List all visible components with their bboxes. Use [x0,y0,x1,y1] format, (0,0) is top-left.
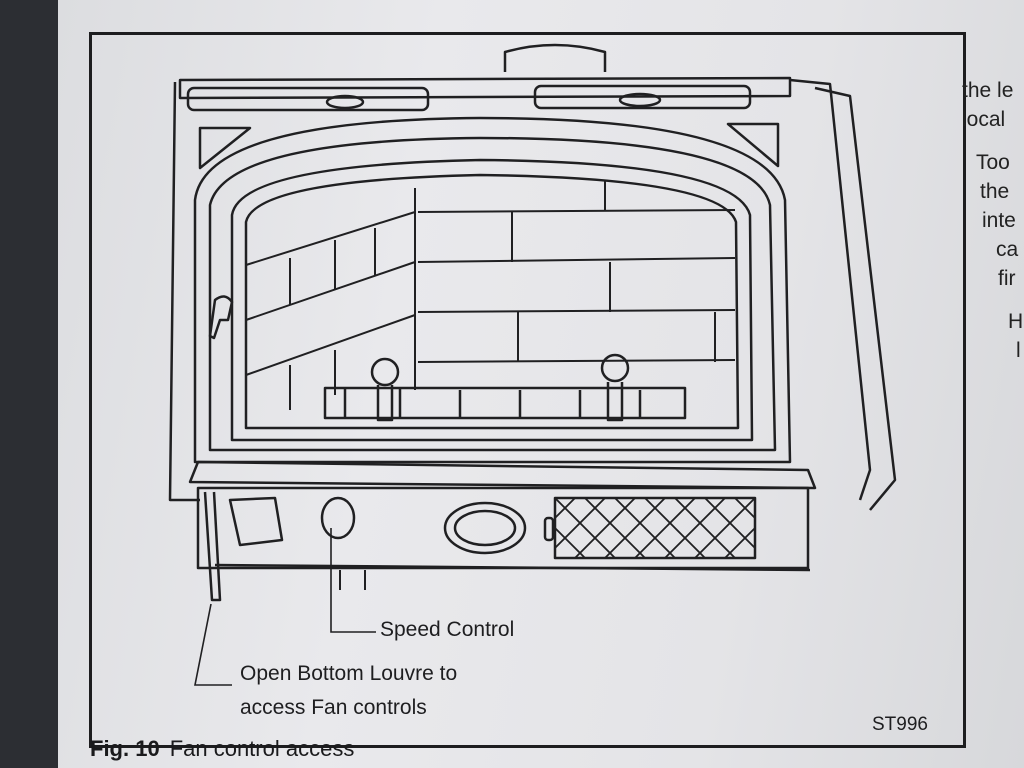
right-gusset [726,122,780,168]
figure-code: ST996 [872,714,928,735]
grille-lattice [554,497,756,559]
base-ledge [188,460,817,490]
air-control-oval [443,501,527,555]
grate [323,386,687,420]
side-line: Too [976,151,1010,174]
right-top-knob [618,92,662,108]
side-panel-right [814,86,897,511]
speed-control-knob [320,496,356,540]
right-hinge-bracket [533,84,752,110]
glass-inner [244,173,740,430]
side-line: the le [962,79,1014,102]
figure-label: Fig. 10 [90,736,160,761]
door-outer [193,116,792,464]
speed-control-leader [330,528,376,633]
side-line: H [1008,310,1024,333]
left-top-knob [325,94,365,110]
adjacent-column-text: the le local Too the inte ca fir H l [962,76,1024,365]
louvre-latch [203,491,222,602]
figure-title: Fan control access [169,736,355,761]
fan-switch [228,496,284,547]
figure-caption: Fig. 10 Fan control access [90,736,354,762]
figure-frame [89,32,966,748]
speed-control-label: Speed Control [380,618,515,641]
flue-collar [503,43,607,72]
side-line: inte [982,209,1016,232]
fan-compartment [196,486,810,570]
left-gusset [198,126,252,170]
stove-right-side [789,78,872,501]
louvre-label-line2: access Fan controls [240,696,427,719]
door-handle [208,295,234,340]
louvre-leader [194,603,232,686]
stove-left-side [168,81,200,502]
side-line: local [962,108,1006,131]
left-hinge-bracket [186,86,430,112]
side-line: the [980,180,1010,203]
side-line: l [1016,339,1021,362]
louvre-label-line1: Open Bottom Louvre to [240,662,458,685]
side-line: ca [996,238,1019,261]
stove-top [178,76,792,100]
door-inner-trim [208,136,777,452]
left-andiron [370,357,400,387]
side-line: fir [998,267,1016,290]
glass-frame [230,158,754,442]
firebricks [245,180,736,410]
right-andiron [600,353,630,383]
